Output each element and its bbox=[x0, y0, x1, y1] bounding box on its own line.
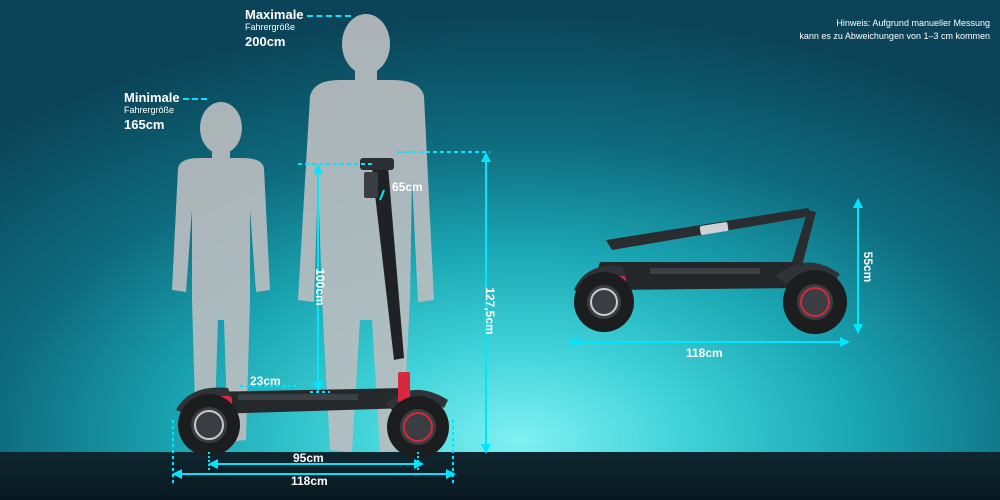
max-rider-subtitle: Fahrergröße bbox=[245, 22, 296, 32]
dimension-lines bbox=[172, 151, 863, 484]
min-rider-title: Minimale bbox=[124, 91, 208, 104]
dim-folded-length-label: 118cm bbox=[686, 346, 723, 360]
dim-deck-width-label: 23cm bbox=[250, 374, 281, 388]
adult-silhouette bbox=[298, 14, 434, 452]
dim-length-unfolded-label: 118cm bbox=[291, 474, 328, 488]
dim-handlebar-width-label: 65cm bbox=[392, 180, 423, 194]
handlebar bbox=[360, 158, 394, 170]
scooter-unfolded bbox=[176, 158, 449, 458]
dim-folded-height-label: 55cm bbox=[861, 251, 875, 283]
rear-wheel bbox=[178, 394, 240, 456]
measurement-note-line2: kann es zu Abweichungen von 1–3 cm komme… bbox=[799, 31, 990, 41]
min-rider-value: 165cm bbox=[124, 117, 165, 132]
front-suspension bbox=[398, 372, 410, 402]
front-wheel bbox=[387, 396, 449, 458]
child-silhouette bbox=[172, 102, 270, 442]
max-rider-label: Maximale Fahrergröße 200cm bbox=[245, 8, 352, 49]
min-rider-subtitle: Fahrergröße bbox=[124, 105, 175, 115]
floor bbox=[0, 452, 1000, 500]
min-rider-label: Minimale Fahrergröße 165cm bbox=[124, 91, 208, 132]
measurement-note: Hinweis: Aufgrund manueller Messung kann… bbox=[730, 17, 990, 43]
display-unit bbox=[364, 172, 378, 198]
dim-total-height-label: 127,5cm bbox=[483, 287, 497, 335]
max-rider-title: Maximale bbox=[245, 8, 352, 21]
dim-deck-to-bar-label: 100cm bbox=[313, 268, 327, 306]
scooter-folded bbox=[574, 208, 847, 334]
dim-wheelbase-label: 95cm bbox=[293, 451, 324, 465]
dim-65-leader bbox=[379, 189, 385, 201]
measurement-note-line1: Hinweis: Aufgrund manueller Messung bbox=[836, 18, 990, 28]
max-rider-value: 200cm bbox=[245, 34, 286, 49]
